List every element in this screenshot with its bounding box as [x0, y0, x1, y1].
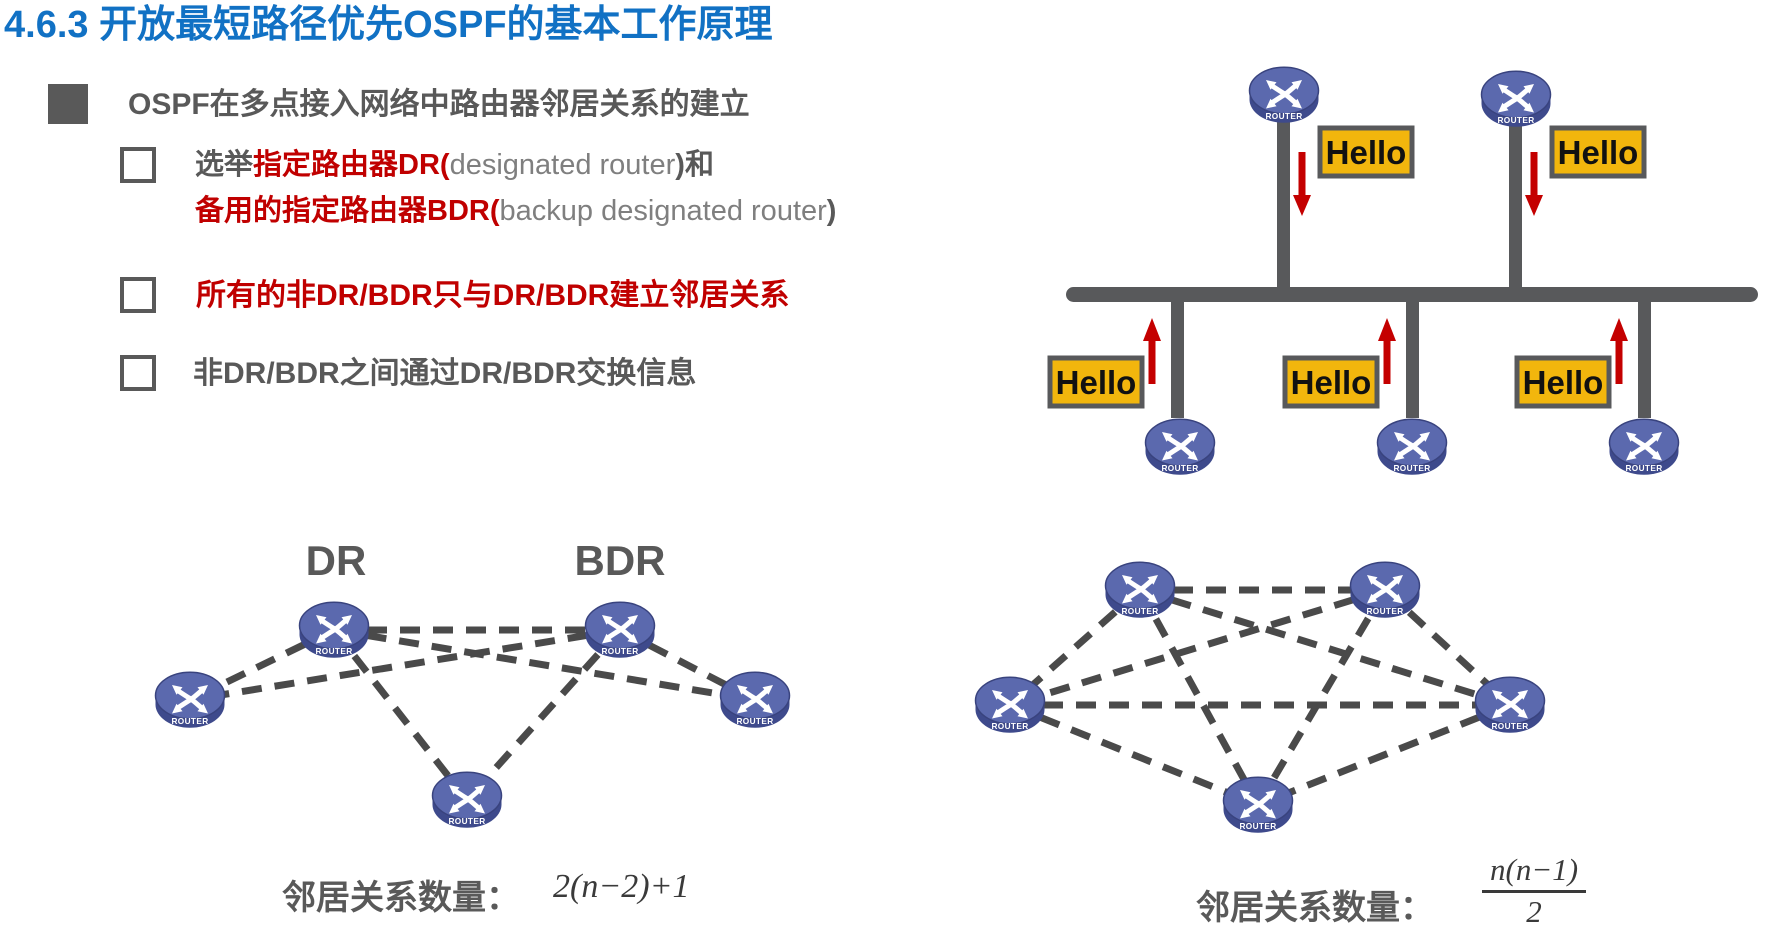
full-mesh-diagram — [976, 562, 1545, 833]
bullet-dr-line1: 选举指定路由器DR(designated router)和 — [195, 142, 836, 188]
section-heading: OSPF在多点接入网络中路由器邻居关系的建立 — [128, 88, 750, 121]
hello-label: Hello — [1291, 364, 1372, 401]
router-icon — [1482, 71, 1551, 127]
drop-line — [1638, 297, 1651, 418]
hello-arrow-down — [1293, 152, 1311, 216]
hello-box — [1317, 125, 1415, 179]
hello-label: Hello — [1326, 134, 1407, 171]
bullet-rule: 所有的非DR/BDR只与DR/BDR建立邻居关系 — [196, 279, 790, 312]
bullet-dr-bdr: 选举指定路由器DR(designated router)和 备用的指定路由器BD… — [195, 142, 836, 234]
hello-box — [1514, 355, 1612, 409]
dr-adjacency-formula: 2(n−2)+1 — [553, 868, 690, 905]
drop-line — [1277, 100, 1290, 290]
dr-adjacency-caption: 邻居关系数量： — [282, 879, 520, 917]
drop-line — [1171, 297, 1184, 418]
drop-line — [1509, 104, 1522, 290]
hello-badge: Hello — [1514, 355, 1612, 409]
router-icon — [1610, 419, 1679, 475]
checkbox-bullet-dr — [120, 147, 156, 183]
router-icon — [721, 672, 790, 728]
text-segment: )和 — [675, 149, 714, 181]
hello-box — [1549, 125, 1647, 179]
hello-box — [1047, 355, 1145, 409]
bullet-dr-line2: 备用的指定路由器BDR(backup designated router) — [195, 188, 836, 234]
router-icon — [1476, 677, 1545, 733]
formula-denominator: 2 — [1526, 894, 1542, 929]
dr-bdr-diagram: DR BDR — [156, 537, 790, 828]
router-icon — [1224, 777, 1293, 833]
dr-label: DR — [306, 537, 367, 584]
text-segment-english: backup designated router — [499, 195, 827, 227]
hello-arrow-up — [1378, 318, 1396, 384]
formula-numerator: n(n−1) — [1482, 852, 1587, 893]
drop-line — [1406, 297, 1419, 418]
router-icon — [1378, 419, 1447, 475]
mesh-adjacency-formula: n(n−1) 2 — [1482, 852, 1587, 930]
text-segment: ) — [826, 195, 837, 227]
hello-badge: Hello — [1282, 355, 1380, 409]
hello-badge: Hello — [1317, 125, 1415, 179]
hello-label: Hello — [1523, 364, 1604, 401]
checkbox-bullet-exchange — [120, 355, 156, 391]
checkbox-bullet-rule — [120, 277, 156, 313]
heading-bullet-square — [48, 84, 88, 124]
router-icon — [433, 772, 502, 828]
router-icon — [976, 677, 1045, 733]
slide-title: 4.6.3 开放最短路径优先OSPF的基本工作原理 — [4, 4, 773, 46]
text-segment: 选举 — [195, 149, 254, 181]
text-segment-red: 备用的指定路由器BDR( — [195, 195, 500, 227]
router-icon — [156, 672, 225, 728]
bdr-label: BDR — [575, 537, 666, 584]
adjacency-edges — [188, 626, 757, 803]
bus-network-diagram: Hello Hello Hello Hello Hello — [1047, 67, 1758, 475]
hello-arrow-up — [1610, 318, 1628, 384]
router-icon — [1106, 562, 1175, 618]
text-segment-english: designated router — [449, 149, 676, 181]
bus-segment — [1066, 287, 1758, 302]
hello-badge: Hello — [1549, 125, 1647, 179]
router-icon — [1250, 67, 1319, 123]
hello-arrow-up — [1143, 318, 1161, 384]
hello-label: Hello — [1558, 134, 1639, 171]
hello-label: Hello — [1056, 364, 1137, 401]
adjacency-edges — [1007, 586, 1513, 809]
router-icon — [1146, 419, 1215, 475]
bullet-exchange: 非DR/BDR之间通过DR/BDR交换信息 — [193, 357, 697, 390]
mesh-adjacency-caption: 邻居关系数量： — [1196, 889, 1434, 927]
hello-arrow-down — [1525, 152, 1543, 216]
router-icon — [1351, 562, 1420, 618]
hello-badge: Hello — [1047, 355, 1145, 409]
router-icon-dr — [300, 602, 369, 658]
router-icon-bdr — [586, 602, 655, 658]
text-segment-red: 指定路由器DR( — [253, 149, 450, 181]
hello-box — [1282, 355, 1380, 409]
